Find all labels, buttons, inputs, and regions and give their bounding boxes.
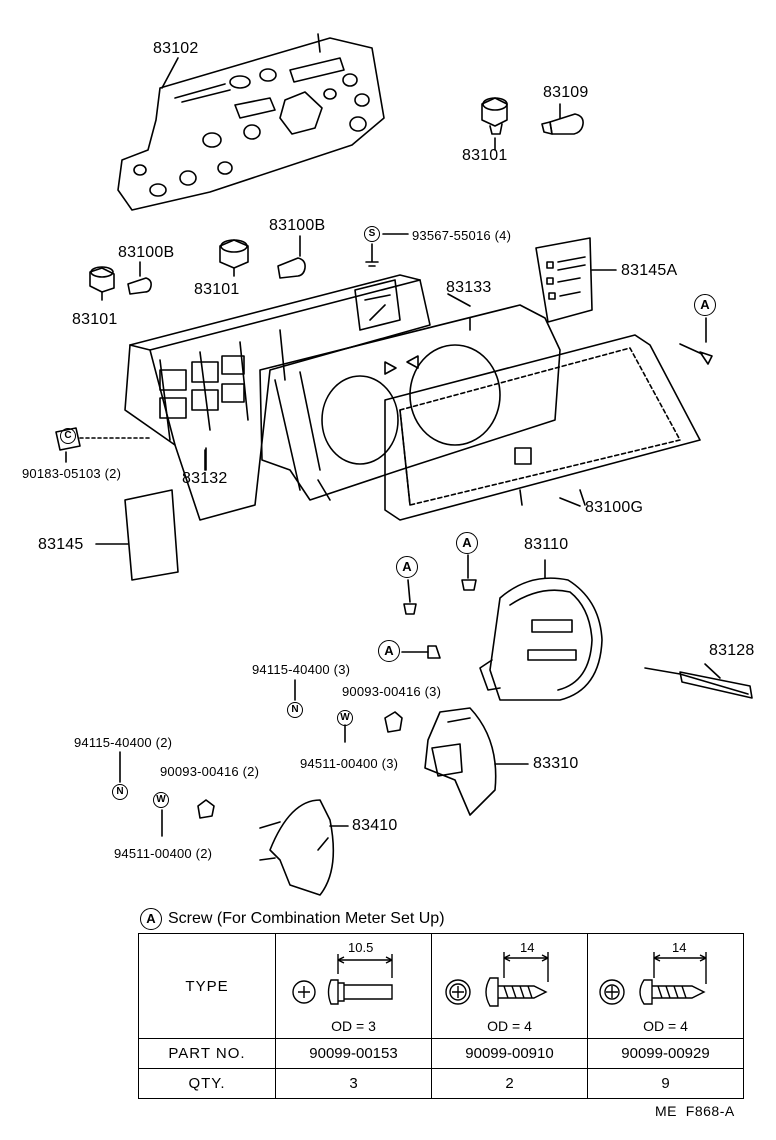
- socket-83101-mid: [219, 239, 249, 277]
- label-83100G: 83100G: [585, 499, 644, 516]
- table-row-type: TYPE 10.5 OD = 3: [138, 933, 744, 1039]
- label-93567: 93567-55016 (4): [412, 228, 512, 243]
- od-3: OD = 4: [643, 1018, 688, 1034]
- label-83132: 83132: [182, 470, 228, 487]
- screw-type-3: 14 OD = 4: [587, 933, 744, 1039]
- label-83110: 83110: [524, 536, 569, 553]
- label-94115-2: 94115-40400 (2): [74, 735, 173, 750]
- screw-table: TYPE 10.5 OD = 3: [138, 933, 744, 1099]
- temp-gauge-83410: [259, 799, 349, 896]
- part-header: PART NO.: [138, 1038, 276, 1069]
- screw-A-right: [679, 317, 713, 365]
- meter-housing-83133: [259, 304, 561, 506]
- od-2: OD = 4: [487, 1018, 532, 1034]
- marker-A-mid-2: A: [456, 532, 478, 554]
- socket-83101-top: [481, 97, 508, 151]
- circuit-plate-83102: [117, 33, 385, 211]
- dim-2: 14: [520, 940, 534, 955]
- screw-type-2: 14 OD = 4: [431, 933, 588, 1039]
- marker-N-2: N: [112, 784, 128, 800]
- label-83145A: 83145A: [621, 262, 678, 279]
- sheet-83145A: [535, 237, 617, 323]
- marker-A-mid-1: A: [396, 556, 418, 578]
- qty-1: 3: [275, 1068, 432, 1099]
- label-94511-2: 94511-00400 (2): [114, 846, 213, 861]
- socket-83101-left: [89, 266, 115, 301]
- label-83101-top: 83101: [462, 147, 508, 164]
- leader-83100G: [559, 497, 581, 507]
- label-83133: 83133: [446, 279, 492, 296]
- label-90183: 90183-05103 (2): [22, 466, 122, 481]
- meter-case-83132: [124, 274, 431, 521]
- label-94511-3: 94511-00400 (3): [300, 756, 399, 771]
- qty-header: QTY.: [138, 1068, 276, 1099]
- fuel-gauge-83310: [424, 707, 529, 816]
- screw-14-a-icon: 14: [445, 940, 549, 1007]
- dim-3: 14: [672, 940, 686, 955]
- screw-10-5-icon: 10.5: [292, 940, 393, 1005]
- marker-A-legend: A: [140, 908, 162, 930]
- table-row-part: PART NO. 90099-00153 90099-00910 90099-0…: [138, 1038, 744, 1069]
- marker-W-3: W: [337, 710, 353, 726]
- label-90093-2: 90093-00416 (2): [160, 764, 260, 779]
- marker-W-2: W: [153, 792, 169, 808]
- label-83128: 83128: [709, 642, 755, 659]
- label-83102: 83102: [153, 40, 199, 57]
- screw-A-mid-1: [403, 579, 417, 615]
- screw-14-b-icon: 14: [599, 940, 707, 1005]
- label-83100B-mid: 83100B: [269, 217, 326, 234]
- label-94115-3: 94115-40400 (3): [252, 662, 351, 677]
- lens-83100G: [384, 334, 701, 521]
- screw-A-mid-2: [461, 554, 477, 591]
- bulb-83100B-mid: [277, 235, 306, 279]
- marker-N-3: N: [287, 702, 303, 718]
- table-row-qty: QTY. 3 2 9: [138, 1068, 744, 1099]
- qty-3: 9: [587, 1068, 744, 1099]
- label-83145: 83145: [38, 536, 84, 553]
- label-83101-left: 83101: [72, 311, 118, 328]
- screw-93567: [365, 233, 409, 267]
- bulb-83109: [541, 103, 584, 135]
- sheet-83145: [95, 489, 179, 581]
- knob-83128: [644, 663, 753, 699]
- nut-90093-3: [384, 711, 403, 733]
- figure-code: ME F868-A: [655, 1103, 735, 1119]
- marker-C-clip: C: [60, 428, 76, 444]
- label-83310: 83310: [533, 755, 579, 772]
- nut-90093-2: [197, 799, 215, 819]
- legend-title: A Screw (For Combination Meter Set Up): [140, 908, 445, 930]
- label-83109: 83109: [543, 84, 589, 101]
- legend-title-text: Screw (For Combination Meter Set Up): [168, 910, 445, 928]
- bulb-83100B-left: [127, 261, 152, 295]
- part-no-3: 90099-00929: [587, 1038, 744, 1069]
- label-83410: 83410: [352, 817, 398, 834]
- marker-A-mid-3: A: [378, 640, 400, 662]
- type-header: TYPE: [138, 933, 276, 1039]
- screw-type-1: 10.5 OD = 3: [275, 933, 432, 1039]
- leader-83102: [161, 57, 179, 89]
- dim-1: 10.5: [348, 940, 373, 955]
- qty-2: 2: [431, 1068, 588, 1099]
- od-1: OD = 3: [331, 1018, 376, 1034]
- speedometer-83110: [479, 559, 603, 701]
- marker-S-circle: S: [364, 226, 380, 242]
- marker-A-right: A: [694, 294, 716, 316]
- screw-A-mid-3: [401, 645, 441, 659]
- label-83101-mid: 83101: [194, 281, 240, 298]
- label-83100B-left: 83100B: [118, 244, 175, 261]
- part-no-2: 90099-00910: [431, 1038, 588, 1069]
- label-90093-3: 90093-00416 (3): [342, 684, 442, 699]
- leader-83133: [447, 293, 471, 307]
- part-no-1: 90099-00153: [275, 1038, 432, 1069]
